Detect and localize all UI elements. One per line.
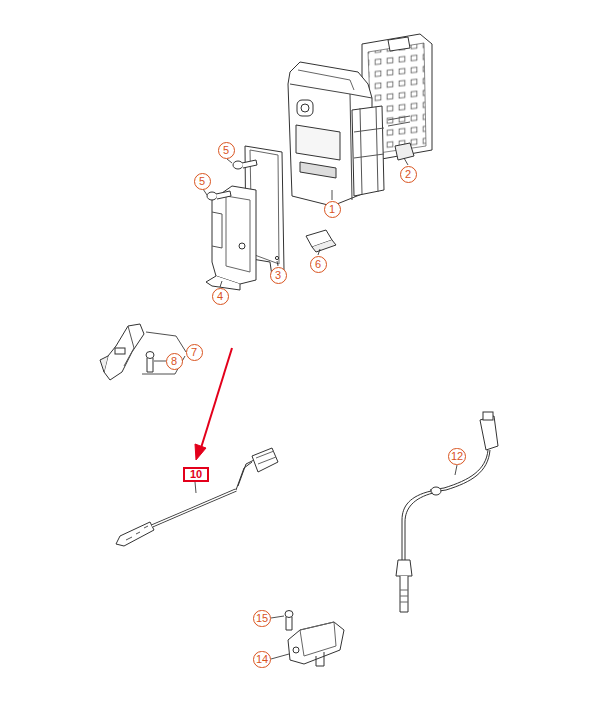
- callout-number: 5: [194, 173, 211, 190]
- pressure-sensor: [288, 622, 344, 666]
- callout-number: 8: [166, 353, 183, 370]
- screw: [285, 611, 293, 631]
- callout-number: 1: [324, 201, 341, 218]
- sensor: [100, 324, 144, 380]
- callout-number: 12: [448, 448, 466, 465]
- control-unit: [288, 62, 384, 206]
- callout-number: 2: [400, 166, 417, 183]
- callout-number: 4: [212, 288, 229, 305]
- screw: [207, 160, 257, 200]
- pointer-arrow: [195, 348, 232, 460]
- callout-number: 14: [253, 651, 271, 668]
- temperature-sensor: [396, 412, 498, 612]
- screw: [146, 352, 154, 373]
- mounting-bracket: [206, 186, 256, 290]
- leader-line: [142, 158, 457, 659]
- clip: [306, 230, 336, 252]
- callout-number: 6: [310, 256, 327, 273]
- callout-number: 15: [253, 610, 271, 627]
- callout-number: 5: [218, 142, 235, 159]
- callout-number: 7: [186, 344, 203, 361]
- highlighted-callout: 10: [183, 467, 209, 482]
- callout-number: 3: [270, 267, 287, 284]
- probe-sensor: [116, 448, 278, 546]
